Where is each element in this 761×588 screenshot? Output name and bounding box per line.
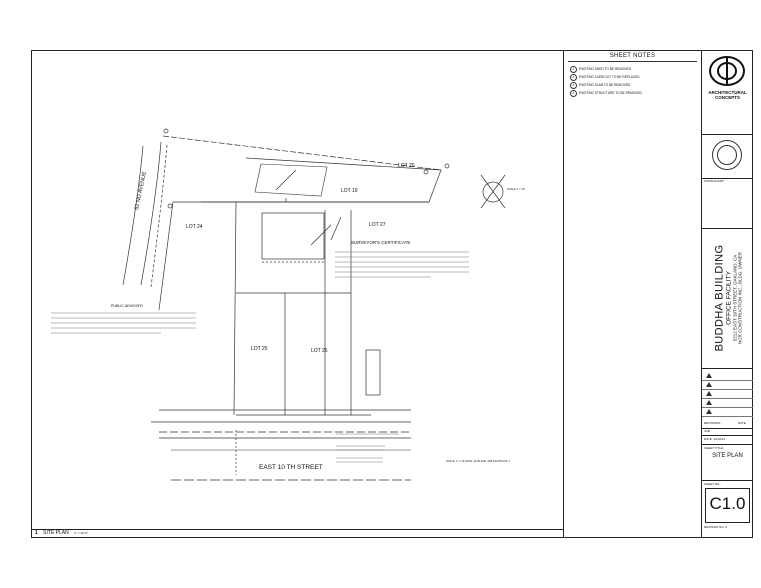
consultant-box: CONSULTANT: bbox=[702, 178, 753, 229]
professional-seal-icon bbox=[712, 140, 742, 170]
note-number: 3 bbox=[570, 81, 577, 89]
sheet-notes-panel: SHEET NOTES 1 EXISTING SHED TO BE REMOVE… bbox=[563, 50, 701, 538]
note-number: 2 bbox=[570, 73, 577, 81]
note-number: 4 bbox=[570, 89, 577, 97]
professional-stamp-box bbox=[702, 134, 753, 179]
sheet-note-item: 4 EXISTING STRUCTURE TO BE REMOVED bbox=[570, 89, 701, 97]
revision-number: REVISION NO. 0 bbox=[704, 525, 728, 529]
job-label: JOB: bbox=[704, 429, 711, 433]
revisions-box: REVISIONS DATE bbox=[702, 368, 753, 429]
date-label: DATE bbox=[738, 421, 746, 425]
view-title-bar: 1 SITE PLAN 1" = 10'-0" bbox=[31, 529, 563, 538]
sheet-title-label: SHEET TITLE: bbox=[704, 446, 724, 450]
revision-delta-icon bbox=[706, 373, 712, 378]
project-name: BUDDHA BUILDING bbox=[713, 244, 725, 352]
lot-label-24: LOT 24 bbox=[186, 224, 203, 230]
job-cell: JOB: bbox=[702, 428, 753, 436]
note-text: EXISTING SLAB TO BE REMOVED bbox=[579, 83, 631, 87]
revision-delta-icon bbox=[706, 391, 712, 396]
revisions-label: REVISIONS bbox=[704, 421, 721, 425]
consultant-label: CONSULTANT: bbox=[704, 179, 725, 183]
revision-delta-icon bbox=[706, 409, 712, 414]
sheet-number-cell: SHEET NO.: C1.0 REVISION NO. 0 bbox=[702, 481, 753, 538]
note-text: EXISTING STRUCTURE TO BE REMOVED bbox=[579, 91, 642, 95]
project-info-vertical: BUDDHA BUILDING OFFICE FACILITY 5212 EAS… bbox=[713, 245, 742, 352]
lot-label-20: LOT 20 bbox=[398, 163, 415, 169]
street-label-side: 52 ND AVENUE bbox=[134, 171, 148, 211]
view-scale: 1" = 10'-0" bbox=[74, 531, 88, 535]
sheet-number-box: C1.0 bbox=[705, 488, 750, 523]
sheet-title: SITE PLAN bbox=[712, 453, 743, 459]
note-text: EXISTING SHED TO BE REMOVED bbox=[579, 67, 631, 71]
firm-name: ARCHITECTURAL CONCEPTS bbox=[708, 90, 747, 100]
site-plan-drawing: 52 ND AVENUE EAST 10 TH STREET LOT 20 LO… bbox=[51, 128, 525, 481]
firm-logo-box: ARCHITECTURAL CONCEPTS bbox=[702, 50, 753, 135]
street-label-bottom: EAST 10 TH STREET bbox=[259, 464, 323, 471]
firm-logo-icon bbox=[709, 56, 745, 86]
lot-label-25: LOT 25 bbox=[251, 346, 268, 352]
sheet-title-cell: SHEET TITLE: SITE PLAN bbox=[702, 445, 753, 481]
lot-label-19: LOT 19 bbox=[341, 188, 358, 194]
sheet-note-item: 3 EXISTING SLAB TO BE REMOVED bbox=[570, 81, 701, 89]
project-owner: NCR CONSTRUCTION INC., BLDG. OWNER bbox=[737, 251, 742, 345]
note-number: 1 bbox=[570, 65, 577, 73]
project-info-box: BUDDHA BUILDING OFFICE FACILITY 5212 EAS… bbox=[702, 228, 753, 369]
title-block: ARCHITECTURAL CONCEPTS CONSULTANT: BUDDH… bbox=[701, 50, 753, 538]
sheet-note-item: 1 EXISTING SHED TO BE REMOVED bbox=[570, 65, 701, 73]
surveyors-certificate-title: SURVEYOR'S CERTIFICATE bbox=[351, 240, 410, 245]
view-title: SITE PLAN bbox=[43, 530, 69, 536]
lot-label-27: LOT 27 bbox=[369, 222, 386, 228]
project-address: 5212 EAST 10TH STREET, OAKLAND, CA bbox=[732, 254, 737, 342]
lot-label-26: LOT 26 bbox=[311, 348, 328, 354]
revision-delta-icon bbox=[706, 382, 712, 387]
sheet-number-label: SHEET NO.: bbox=[704, 482, 721, 486]
date-value: DATE: 12/10/14 bbox=[704, 437, 726, 441]
sheet-number: C1.0 bbox=[709, 494, 746, 513]
view-number: 1 bbox=[35, 530, 38, 536]
drawing-sheet-border bbox=[31, 50, 753, 538]
project-type: OFFICE FACILITY bbox=[725, 271, 732, 325]
revision-delta-icon bbox=[706, 400, 712, 405]
public-advisory-title: PUBLIC ADVISORY bbox=[111, 304, 144, 308]
sheet-note-item: 2 EXISTING CURB CUT TO BE REPLACED bbox=[570, 73, 701, 81]
note-text: EXISTING CURB CUT TO BE REPLACED bbox=[579, 75, 640, 79]
date-cell: DATE: 12/10/14 bbox=[702, 436, 753, 445]
sheet-notes-title: SHEET NOTES bbox=[609, 53, 656, 59]
scale-note: SCALE: 1" = 10' DATE: 11-06-2011 JOB 24-… bbox=[446, 459, 510, 463]
north-arrow-scale: SCALE 1" = 10' bbox=[507, 187, 525, 191]
